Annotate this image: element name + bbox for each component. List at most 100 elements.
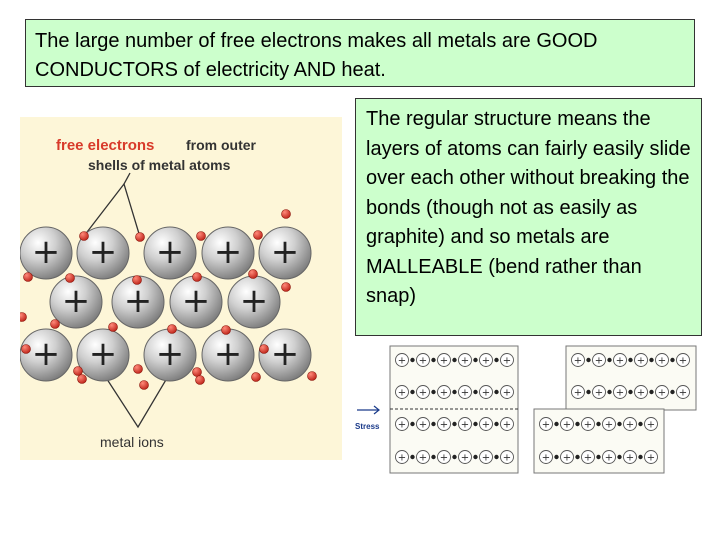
slip-electron (628, 389, 633, 395)
metal-ion: + (76, 328, 130, 382)
svg-text:+: + (482, 453, 490, 464)
svg-text:+: + (563, 453, 571, 464)
svg-text:+: + (574, 356, 582, 367)
slip-electron (452, 357, 457, 363)
free-electron (167, 324, 177, 334)
svg-text:+: + (595, 356, 603, 367)
slip-electron (617, 421, 622, 427)
slip-ion: + (571, 385, 585, 399)
svg-text:+: + (398, 420, 406, 431)
slip-ion: + (458, 353, 472, 367)
svg-text:+: + (679, 388, 687, 399)
free-electron (20, 312, 27, 322)
free-electron (65, 273, 75, 283)
from-outer-label: from outer (186, 137, 257, 153)
slip-electron (596, 421, 601, 427)
free-electron (139, 380, 149, 390)
svg-text:+: + (461, 356, 469, 367)
svg-text:+: + (461, 420, 469, 431)
svg-text:+: + (156, 232, 185, 272)
metal-ion: + (201, 226, 255, 280)
slip-electron (431, 454, 436, 460)
slip-ion: + (655, 385, 669, 399)
slip-electron (410, 357, 415, 363)
free-electron (221, 325, 231, 335)
slip-ion: + (458, 385, 472, 399)
metal-ion: + (143, 226, 197, 280)
slip-electron (617, 454, 622, 460)
slip-layer: ++++++++++++++++++++++++++++++++++++++++… (357, 345, 697, 474)
slip-ion: + (500, 450, 514, 464)
free-electron (251, 372, 261, 382)
malleable-text-box: The regular structure means the layers o… (355, 98, 702, 336)
svg-text:+: + (156, 334, 185, 374)
slip-ion: + (644, 417, 658, 431)
svg-text:+: + (616, 388, 624, 399)
slip-ion: + (437, 450, 451, 464)
slip-electron (586, 357, 591, 363)
svg-text:+: + (542, 453, 550, 464)
free-electron (133, 364, 143, 374)
svg-text:+: + (637, 388, 645, 399)
svg-text:+: + (271, 334, 300, 374)
slip-electron (494, 454, 499, 460)
svg-text:+: + (419, 388, 427, 399)
slip-ion: + (634, 353, 648, 367)
slip-electron (494, 421, 499, 427)
free-electron (77, 374, 87, 384)
ions-layer: ++++++++++++++ (20, 226, 312, 382)
slip-electron (473, 389, 478, 395)
free-electron (132, 275, 142, 285)
free-electron (192, 272, 202, 282)
metal-ion: + (169, 275, 223, 329)
free-electron (192, 367, 202, 377)
svg-text:+: + (419, 420, 427, 431)
slip-ion: + (479, 450, 493, 464)
slip-ion: + (560, 417, 574, 431)
slip-ion: + (571, 353, 585, 367)
svg-text:+: + (398, 356, 406, 367)
slip-ion: + (395, 353, 409, 367)
free-electron (79, 231, 89, 241)
svg-text:+: + (626, 453, 634, 464)
svg-text:+: + (503, 388, 511, 399)
svg-text:+: + (503, 356, 511, 367)
slip-electron (494, 357, 499, 363)
slip-electron (431, 357, 436, 363)
svg-text:+: + (398, 388, 406, 399)
slip-ion: + (644, 450, 658, 464)
slip-ion: + (676, 353, 690, 367)
free-electron (50, 319, 60, 329)
svg-text:+: + (647, 453, 655, 464)
svg-text:+: + (32, 334, 61, 374)
slip-electron (670, 357, 675, 363)
slip-ion: + (479, 385, 493, 399)
metal-ion: + (76, 226, 130, 280)
metal-lattice-diagram: free electrons from outer shells of meta… (20, 117, 342, 460)
free-electron (253, 230, 263, 240)
free-electron (195, 375, 205, 385)
svg-text:+: + (584, 420, 592, 431)
slip-ion: + (416, 417, 430, 431)
svg-text:+: + (616, 356, 624, 367)
slip-planes-diagram: ++++++++++++++++++++++++++++++++++++++++… (345, 343, 700, 478)
slip-ion: + (479, 353, 493, 367)
metal-ion: + (20, 328, 73, 382)
svg-text:+: + (214, 334, 243, 374)
free-electrons-label: free electrons (56, 137, 154, 154)
slip-electron (410, 389, 415, 395)
slip-ion: + (395, 385, 409, 399)
electron-pointer-lines (83, 172, 141, 238)
free-electron (21, 344, 31, 354)
free-electron (281, 209, 291, 219)
svg-text:+: + (124, 281, 153, 321)
slip-electron (431, 421, 436, 427)
slip-electron (638, 421, 643, 427)
svg-text:+: + (89, 334, 118, 374)
svg-text:+: + (503, 453, 511, 464)
free-electron (73, 366, 83, 376)
slip-ion: + (416, 353, 430, 367)
slip-electron (410, 454, 415, 460)
slip-ion: + (539, 450, 553, 464)
svg-text:+: + (542, 420, 550, 431)
